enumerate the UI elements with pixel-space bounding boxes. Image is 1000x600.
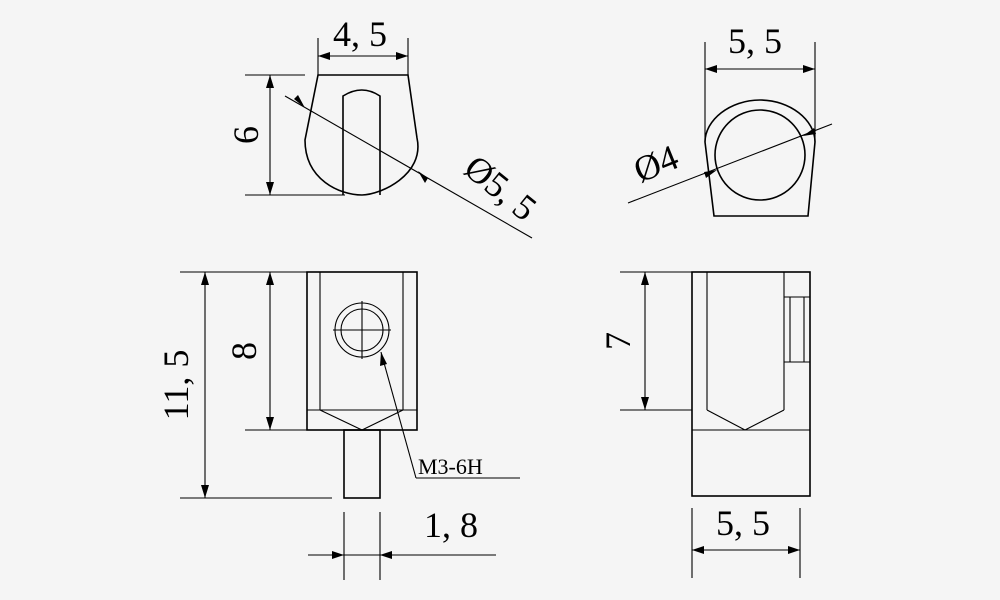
top-left-height-label: 6 bbox=[226, 126, 266, 144]
top-left-outline bbox=[304, 74, 419, 196]
front-total-height-label: 11, 5 bbox=[156, 350, 196, 421]
bore-diameter-leader bbox=[627, 123, 833, 204]
top-right-view: 5, 5 Ø4 bbox=[627, 21, 833, 217]
top-left-width-label: 4, 5 bbox=[333, 14, 387, 54]
top-left-slot bbox=[342, 89, 381, 195]
side-drill-point bbox=[706, 409, 785, 431]
top-left-diameter-label: Ø5, 5 bbox=[457, 147, 544, 228]
front-body-height-label: 8 bbox=[224, 342, 264, 360]
inner-bore bbox=[714, 109, 806, 201]
top-left-view: 4, 5 6 Ø5, 5 bbox=[226, 14, 544, 239]
side-body bbox=[691, 271, 811, 497]
front-view: 11, 5 8 M3-6H 1, 8 bbox=[156, 271, 520, 580]
thread-callout-label: M3-6H bbox=[418, 454, 483, 479]
top-right-diameter-label: Ø4 bbox=[628, 137, 684, 191]
side-height-label: 7 bbox=[598, 332, 638, 350]
side-width-label: 5, 5 bbox=[716, 503, 770, 543]
side-view: 7 5, 5 bbox=[598, 271, 811, 578]
top-right-outline bbox=[704, 99, 816, 217]
diameter-leader bbox=[284, 95, 533, 239]
front-pin bbox=[343, 429, 381, 499]
drill-point bbox=[319, 409, 404, 431]
pin-width-label: 1, 8 bbox=[424, 505, 478, 545]
top-right-width-label: 5, 5 bbox=[728, 21, 782, 61]
thread-leader bbox=[380, 351, 417, 479]
